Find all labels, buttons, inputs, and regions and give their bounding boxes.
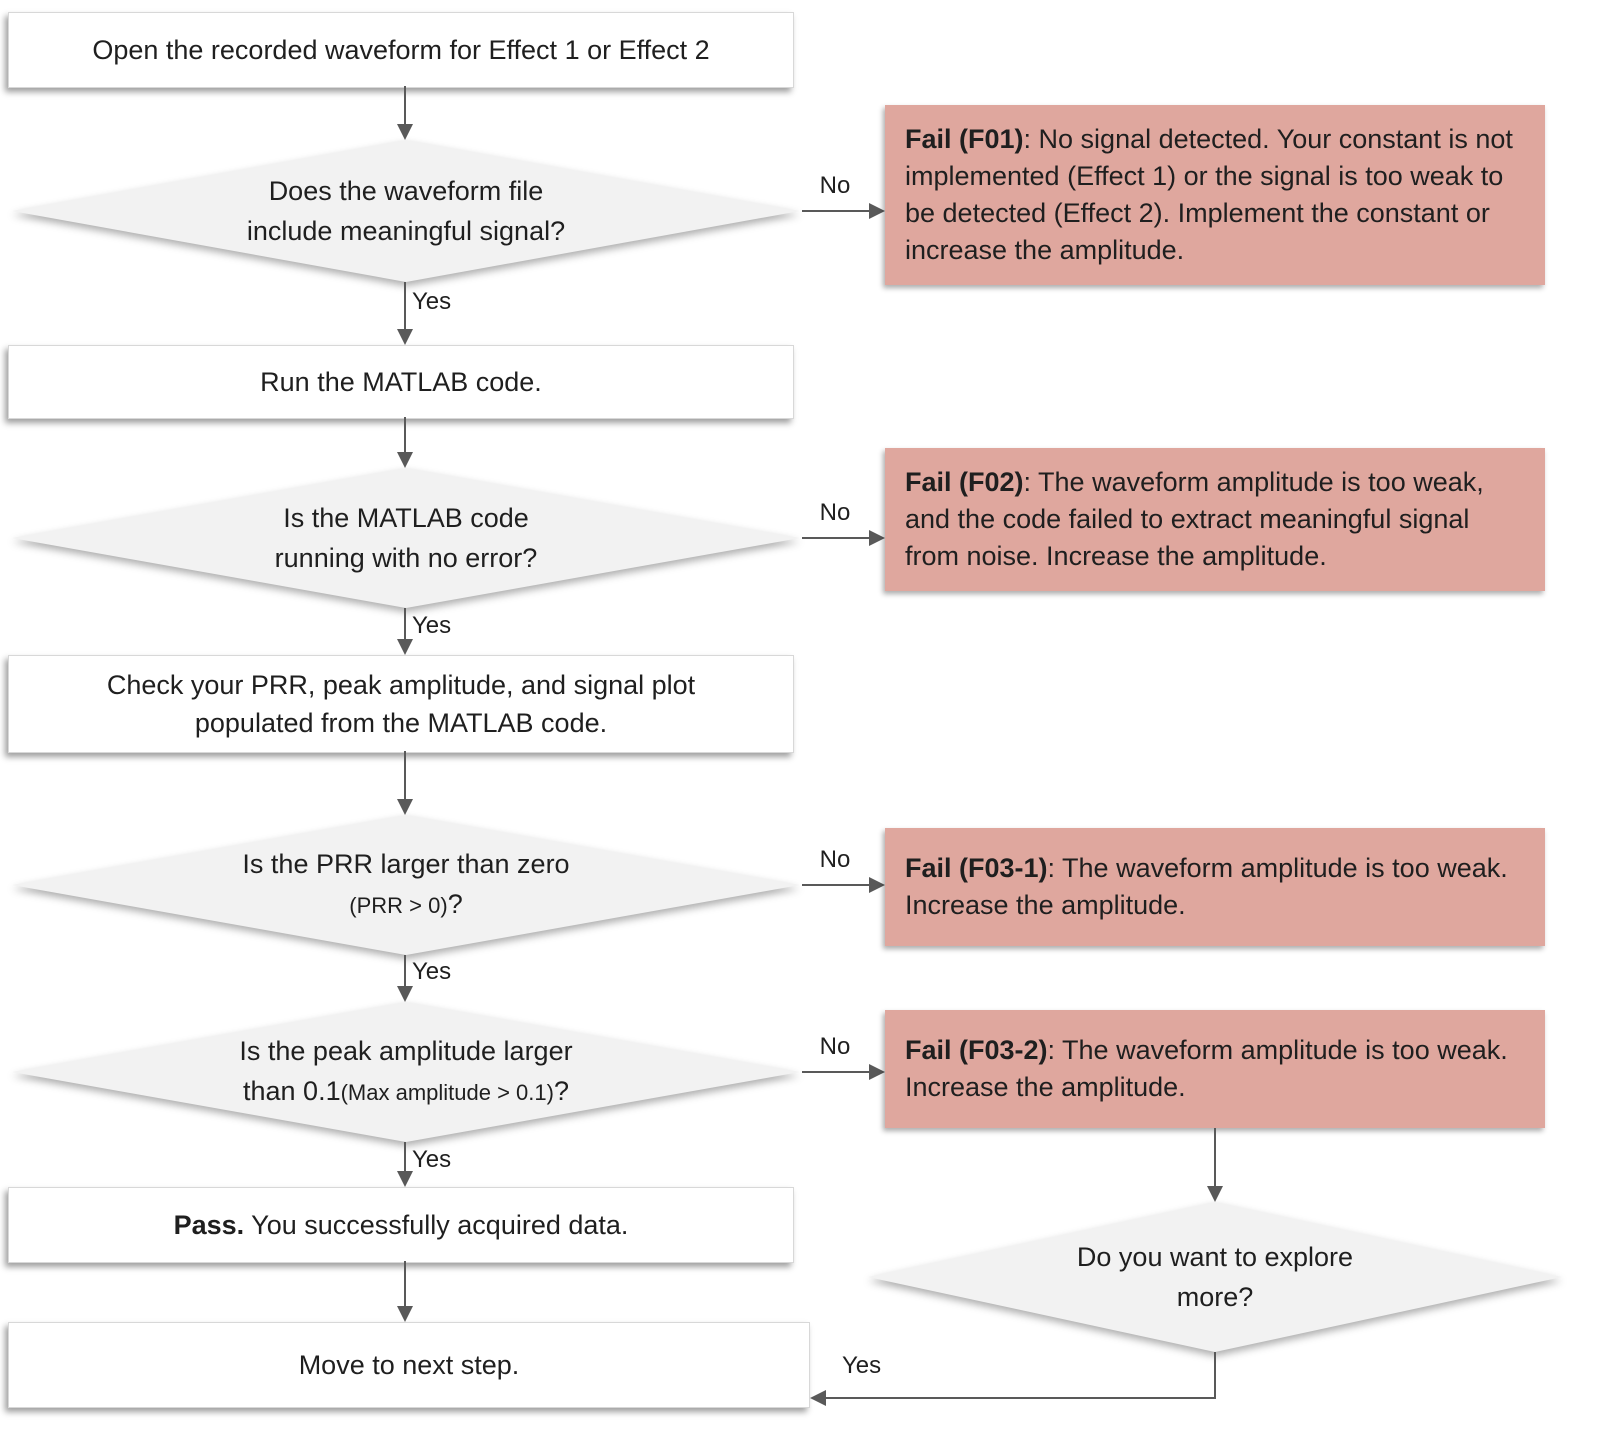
decision-no-error-line2: running with no error? — [274, 543, 538, 573]
arrowhead-pass-move — [397, 1306, 413, 1322]
edge-label-yes-3: Yes — [412, 958, 452, 985]
fail-f032-box: Fail (F03-2): The waveform amplitude is … — [885, 1010, 1545, 1128]
node-run-matlab-label: Run the MATLAB code. — [260, 367, 542, 397]
decision-prr-line1: Is the PRR larger than zero — [242, 849, 570, 879]
arrow-line-d2-check — [404, 608, 406, 641]
node-check-prr-line2: populated from the MATLAB code. — [194, 708, 608, 738]
edge-label-yes-5: Yes — [842, 1352, 882, 1379]
node-start: Open the recorded waveform for Effect 1 … — [8, 12, 794, 88]
arrow-line-d1-run — [404, 282, 406, 331]
arrow-line-d1-f01 — [802, 210, 869, 212]
decision-peak-qmark: ? — [553, 1076, 569, 1106]
fail-f032-text: : The waveform amplitude is too weak. In… — [905, 1035, 1508, 1102]
arrowhead-d4-pass — [397, 1171, 413, 1187]
edge-label-no-4: No — [819, 1033, 851, 1060]
node-run-matlab: Run the MATLAB code. — [8, 345, 794, 419]
decision-peak-threshold: than 0.1 — [243, 1076, 341, 1106]
decision-no-error: Is the MATLAB code running with no error… — [12, 468, 800, 608]
edge-label-yes-2: Yes — [412, 612, 452, 639]
node-start-label: Open the recorded waveform for Effect 1 … — [92, 35, 710, 65]
fail-f031-code: Fail (F03-1) — [905, 853, 1048, 883]
decision-signal: Does the waveform file include meaningfu… — [12, 140, 800, 282]
node-check-prr-line1: Check your PRR, peak amplitude, and sign… — [106, 670, 696, 700]
decision-prr: Is the PRR larger than zero (PRR > 0)? — [12, 815, 800, 955]
fail-f02-box: Fail (F02): The waveform amplitude is to… — [885, 448, 1545, 591]
arrow-line-d5-down — [1214, 1352, 1216, 1399]
node-pass-rest: You successfully acquired data. — [244, 1210, 629, 1240]
fail-f02-text: : The waveform amplitude is too weak, an… — [905, 467, 1484, 571]
fail-f01-code: Fail (F01) — [905, 124, 1024, 154]
edge-label-yes-4: Yes — [412, 1146, 452, 1173]
arrow-line-pass-move — [404, 1261, 406, 1306]
decision-signal-line1: Does the waveform file — [268, 176, 544, 206]
fail-f032-code: Fail (F03-2) — [905, 1035, 1048, 1065]
arrowhead-f032-d5 — [1207, 1186, 1223, 1202]
decision-no-error-shape: Is the MATLAB code running with no error… — [12, 468, 800, 608]
arrowhead-d2-f02 — [869, 530, 885, 546]
node-move-next-label: Move to next step. — [298, 1350, 520, 1380]
arrow-line-d2-f02 — [802, 537, 869, 539]
fail-f031-text: : The waveform amplitude is too weak. In… — [905, 853, 1508, 920]
node-pass: Pass. You successfully acquired data. — [8, 1187, 794, 1263]
arrow-line-d4-pass — [404, 1142, 406, 1173]
node-check-prr: Check your PRR, peak amplitude, and sign… — [8, 655, 794, 753]
edge-label-yes-1: Yes — [412, 288, 452, 315]
node-pass-label: Pass. You successfully acquired data. — [174, 1206, 629, 1244]
decision-peak-amplitude: Is the peak amplitude larger than 0.1(Ma… — [12, 1002, 800, 1142]
decision-prr-line2: (PRR > 0)? — [349, 884, 462, 926]
arrowhead-d5-move — [810, 1390, 826, 1406]
fail-f02-code: Fail (F02) — [905, 467, 1024, 497]
decision-explore-more-shape: Do you want to explore more? — [868, 1202, 1562, 1352]
arrow-line-start-d1 — [404, 86, 406, 126]
node-pass-bold: Pass. — [173, 1210, 245, 1240]
arrowhead-d1-f01 — [869, 203, 885, 219]
arrow-line-d3-f031 — [802, 884, 869, 886]
fail-f01-text: : No signal detected. Your constant is n… — [905, 124, 1513, 265]
arrowhead-d3-d4 — [397, 986, 413, 1002]
arrowhead-run-d2 — [397, 452, 413, 468]
arrow-line-d4-f032 — [802, 1071, 869, 1073]
decision-prr-qmark: ? — [447, 889, 463, 919]
arrow-line-run-d2 — [404, 417, 406, 454]
decision-prr-shape: Is the PRR larger than zero (PRR > 0)? — [12, 815, 800, 955]
arrowhead-d3-f031 — [869, 877, 885, 893]
edge-label-no-3: No — [819, 846, 851, 873]
decision-prr-formula: (PRR > 0) — [349, 893, 448, 918]
edge-label-no-1: No — [819, 172, 851, 199]
decision-peak-amplitude-shape: Is the peak amplitude larger than 0.1(Ma… — [12, 1002, 800, 1142]
fail-f031-box: Fail (F03-1): The waveform amplitude is … — [885, 828, 1545, 946]
arrowhead-d2-check — [397, 639, 413, 655]
arrowhead-check-d3 — [397, 799, 413, 815]
arrow-line-d3-d4 — [404, 955, 406, 988]
arrow-line-check-d3 — [404, 751, 406, 801]
arrowhead-start-d1 — [397, 124, 413, 140]
arrowhead-d1-run — [397, 329, 413, 345]
node-move-next: Move to next step. — [8, 1322, 810, 1408]
decision-explore-line1: Do you want to explore — [1076, 1242, 1354, 1272]
decision-no-error-line1: Is the MATLAB code — [283, 503, 529, 533]
decision-peak-line1: Is the peak amplitude larger — [239, 1036, 573, 1066]
decision-explore-line2: more? — [1176, 1282, 1254, 1312]
decision-explore-more: Do you want to explore more? — [868, 1202, 1562, 1352]
arrowhead-d4-f032 — [869, 1064, 885, 1080]
decision-signal-line2: include meaningful signal? — [246, 216, 566, 246]
decision-signal-shape: Does the waveform file include meaningfu… — [12, 140, 800, 282]
arrow-line-d5-move — [824, 1397, 1216, 1399]
edge-label-no-2: No — [819, 499, 851, 526]
fail-f01-box: Fail (F01): No signal detected. Your con… — [885, 105, 1545, 285]
decision-peak-formula: (Max amplitude > 0.1) — [340, 1080, 554, 1105]
arrow-line-f032-d5 — [1214, 1128, 1216, 1188]
decision-peak-line2: than 0.1(Max amplitude > 0.1)? — [243, 1071, 569, 1113]
